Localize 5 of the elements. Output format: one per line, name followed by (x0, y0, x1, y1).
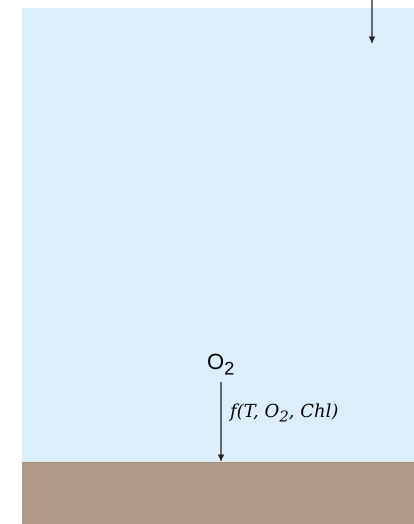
oxygen-label: O$_{2}$ (207, 351, 234, 378)
edge-label: f(T, O$_{2}$, Chl) (230, 403, 338, 425)
arrow (218, 382, 224, 461)
sediment-layer (22, 462, 414, 524)
water-column (22, 8, 414, 462)
